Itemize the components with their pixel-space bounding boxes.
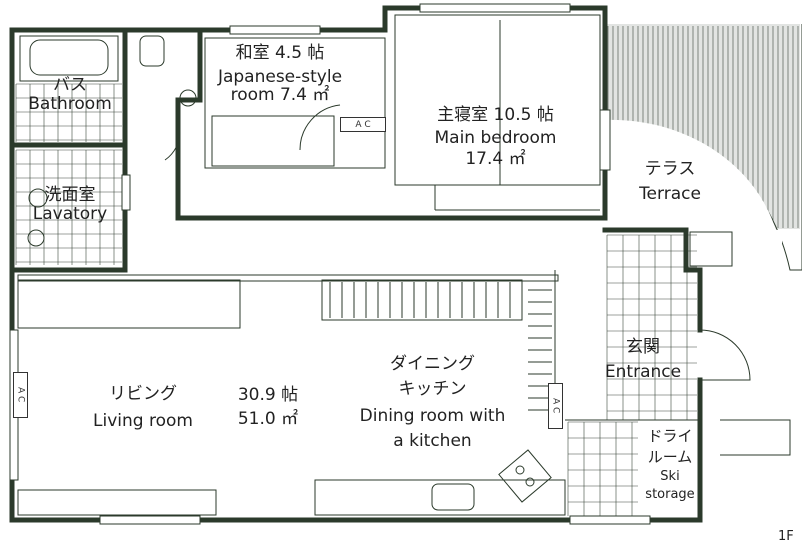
bath-label: バス Bathroom [25,76,115,113]
living-room-label: リビング Living room [78,385,208,430]
terrace-label-en: Terrace [639,183,701,204]
master-bedroom-area: 17.4 ㎡ [465,149,526,170]
dining-label-en-2: a kitchen [393,431,472,452]
lavatory-label: 洗面室 Lavatory [18,186,122,223]
entrance-label-en: Entrance [604,361,682,382]
japanese-room-label-en: Japanese-style [217,66,343,87]
japanese-room-label: 和室 4.5 帖 Japanese-style room 7.4 ㎡ [205,44,355,105]
ski-storage-label-2: storage [645,487,695,503]
living-room-label-en: Living room [93,410,193,431]
terrace-label: テラス Terrace [615,160,725,203]
ac-unit-living: A C [13,372,28,418]
terrace-label-ja: テラス [644,159,696,179]
ac-unit-dining: A C [548,383,563,429]
terrace-decking [605,24,802,271]
master-bedroom-label-ja: 主寝室 10.5 帖 [437,105,554,125]
dry-room-label-ja: ドライ [647,427,693,445]
entrance-tiles [606,234,697,420]
lavatory-tiles [15,149,122,265]
master-bedroom-label-en: Main bedroom [434,127,557,148]
ski-storage-label: Ski [660,469,680,484]
bath-label-en: Bathroom [28,93,112,114]
dining-label-ja: ダイニング [390,354,475,374]
living-room-label-ja: リビング [109,384,177,404]
bath-label-ja: バス [53,75,87,95]
dry-room-label-ja-2: ルーム [647,447,693,466]
dry-room-label: ドライ ルーム Ski storage [638,428,702,503]
kitchen-tiles [567,421,638,516]
ldk-size-label: 30.9 帖 51.0 ㎡ [228,386,308,428]
dining-kitchen-label: ダイニング キッチン Dining room with a kitchen [345,355,520,451]
ac-unit-japanese-room: A C [340,117,386,132]
japanese-room-label-ja: 和室 4.5 帖 [235,43,325,63]
interior-lines [17,14,791,516]
entrance-label: 玄関 Entrance [588,338,698,381]
lavatory-label-ja: 洗面室 [44,185,96,205]
japanese-room-area: room 7.4 ㎡ [230,85,330,106]
ldk-area: 51.0 ㎡ [237,408,299,429]
ldk-tatami: 30.9 帖 [237,385,299,405]
floor-label: 1F [778,529,794,544]
outer-walls [9,5,703,523]
kitchen-label-ja: キッチン [398,378,467,399]
entrance-label-ja: 玄関 [626,337,660,357]
dining-label-en: Dining room with [359,406,506,427]
stairs [329,282,552,411]
master-bedroom-label: 主寝室 10.5 帖 Main bedroom 17.4 ㎡ [408,106,583,169]
bath-tiles [15,83,122,142]
lavatory-label-en: Lavatory [32,203,108,224]
